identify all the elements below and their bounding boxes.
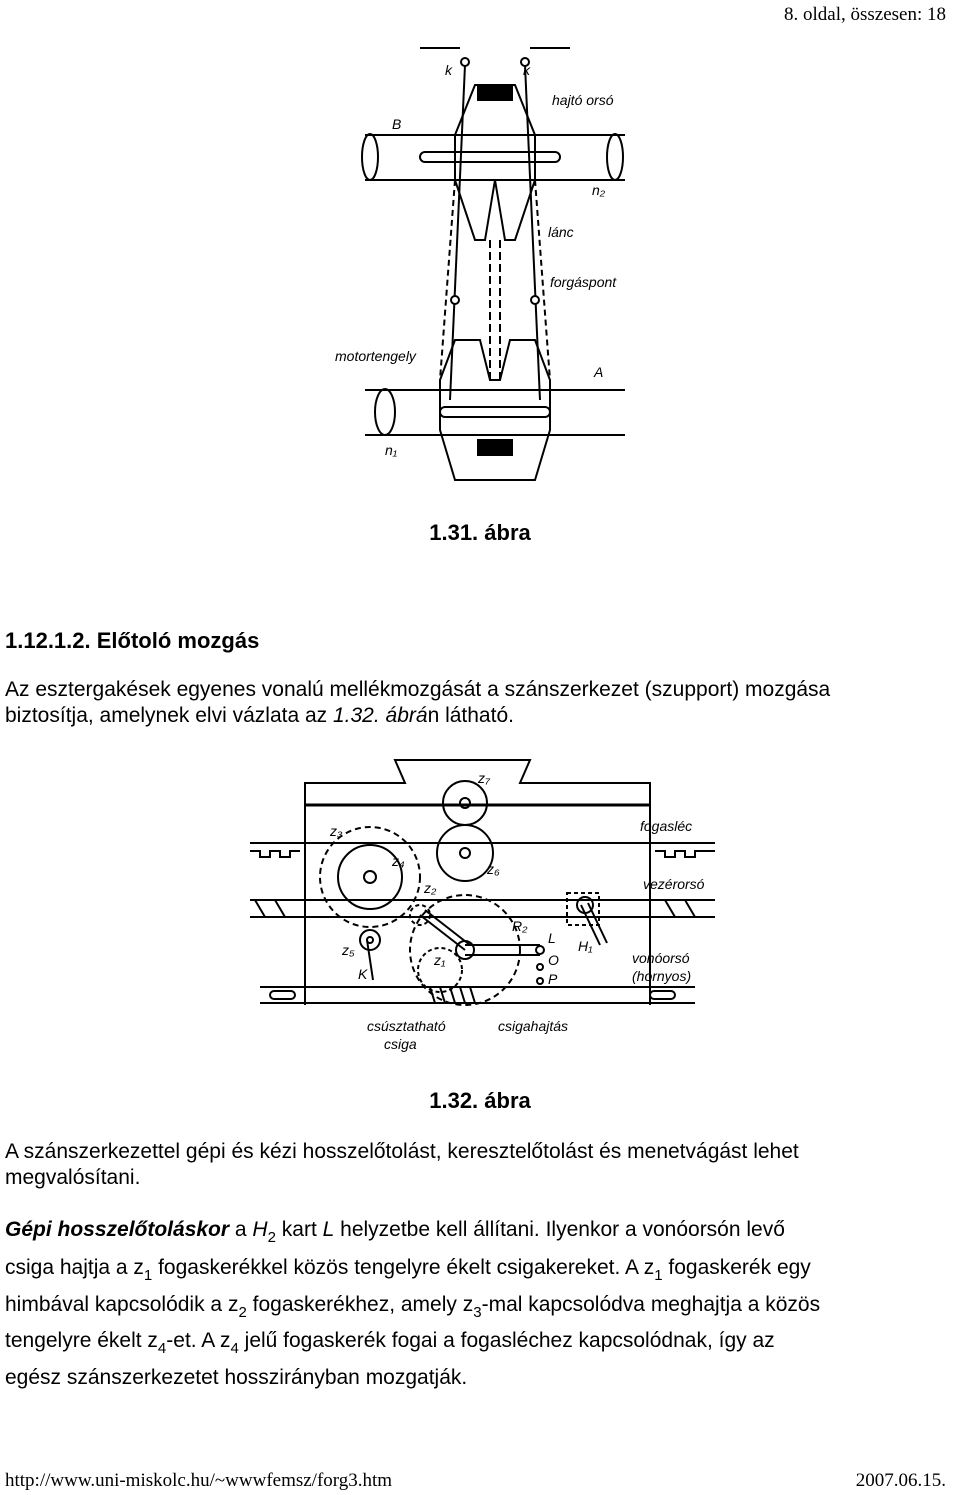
main-sub: 2 (267, 1229, 276, 1246)
main-line-3: himbával kapcsolódik a z2 fogaskerékhez,… (5, 1293, 821, 1321)
label-vezerorso: vezérorsó (643, 876, 705, 892)
main-text: himbával kapcsolódik a z (5, 1293, 239, 1316)
label-R2: R₂ (512, 918, 528, 934)
main-text: fogaskerékkel közös tengelyre ékelt csig… (152, 1256, 655, 1279)
label-P: P (548, 971, 558, 987)
label-lanc: lánc (548, 224, 574, 240)
main-text: jelű fogaskerék fogai a fogasléchez kapc… (238, 1329, 775, 1352)
main-text: helyzetbe kell állítani. Ilyenkor a vonó… (334, 1218, 785, 1241)
main-text: fogaskerékhez, amely z (246, 1293, 474, 1316)
main-var-H: H (252, 1218, 268, 1241)
label-z3: z₃ (330, 823, 343, 839)
main-var-L: L (322, 1218, 335, 1241)
label-O: O (548, 952, 559, 968)
figure-1-31-caption: 1.31. ábra (429, 520, 531, 545)
main-text: -mal kapcsolódva meghajtja a közös (481, 1293, 821, 1316)
main-line-5: egész szánszerkezetet hosszirányban mozg… (5, 1366, 468, 1389)
main-sub: 4 (230, 1340, 239, 1357)
label-z7: z₇ (478, 770, 490, 786)
capability-line-1: A szánszerkezettel gépi és kézi hosszelő… (5, 1140, 799, 1163)
intro-line-2: biztosítja, amelynek elvi vázlata az 1.3… (5, 704, 514, 728)
main-text: a (229, 1218, 253, 1241)
label-n2: n₂ (592, 182, 606, 198)
label-L: L (548, 930, 556, 946)
figure-1-31-drawing (360, 40, 630, 490)
main-sub: 1 (654, 1267, 663, 1284)
main-sub: 4 (157, 1340, 167, 1357)
page-number-info: 8. oldal, összesen: 18 (783, 4, 946, 25)
label-k-right: k (523, 62, 530, 78)
main-emphasis: Gépi hosszelőtoláskor (5, 1218, 230, 1241)
capability-line-2: megvalósítani. (5, 1166, 141, 1189)
main-sub: 2 (238, 1304, 247, 1321)
section-heading: 1.12.1.2. Előtoló mozgás (5, 628, 260, 653)
main-sub: 1 (143, 1267, 153, 1284)
main-text: kart (275, 1218, 323, 1241)
label-z5: z₅ (342, 942, 355, 958)
label-K: K (358, 966, 368, 982)
intro-line-2-pre: biztosítja, amelynek elvi vázlata az (5, 704, 333, 727)
main-line-4: tengelyre ékelt z4-et. A z4 jelű fogaske… (5, 1329, 775, 1357)
label-csusztathato: csúsztatható (367, 1018, 446, 1034)
label-B: B (392, 116, 402, 132)
intro-line-2-post: n látható. (427, 704, 514, 727)
footer-date: 2007.06.15. (855, 1470, 946, 1491)
main-text: csiga hajtja a z (5, 1256, 144, 1279)
label-n1: n₁ (385, 442, 398, 458)
main-line-2: csiga hajtja a z1 fogaskerékkel közös te… (5, 1256, 811, 1284)
label-fogaslec: fogasléc (640, 818, 693, 834)
main-sub: 3 (473, 1304, 482, 1321)
label-z4: z₄ (392, 853, 405, 869)
label-k-left: k (445, 62, 452, 78)
main-text: fogaskerék egy (662, 1256, 811, 1279)
label-H1: H₁ (578, 938, 593, 954)
label-z6: z₆ (487, 861, 500, 877)
label-A: A (594, 364, 604, 380)
label-z1: z₁ (434, 952, 446, 968)
main-line-1: Gépi hosszelőtoláskor a H2 kart L helyze… (5, 1218, 785, 1246)
label-vonoorso: vonóorsó (632, 950, 690, 966)
intro-figure-ref: 1.32. ábrá (332, 704, 428, 727)
label-csigahajtas: csigahajtás (498, 1018, 569, 1034)
label-forgaspont: forgáspont (550, 274, 617, 290)
main-text: -et. A z (166, 1329, 231, 1352)
label-motortengely: motortengely (335, 348, 416, 364)
label-z2: z₂ (424, 880, 437, 896)
label-csiga: csiga (384, 1036, 417, 1052)
label-hornyos: (hornyos) (632, 968, 692, 984)
footer-url-link[interactable]: http://www.uni-miskolc.hu/~wwwfemsz/forg… (5, 1470, 393, 1491)
main-text: tengelyre ékelt z (5, 1329, 158, 1352)
figure-1-32-drawing (245, 755, 725, 1055)
label-hajtoorso: hajtó orsó (552, 92, 614, 108)
intro-line-1: Az esztergakések egyenes vonalú mellékmo… (5, 678, 831, 701)
figure-1-32-caption: 1.32. ábra (429, 1088, 531, 1113)
